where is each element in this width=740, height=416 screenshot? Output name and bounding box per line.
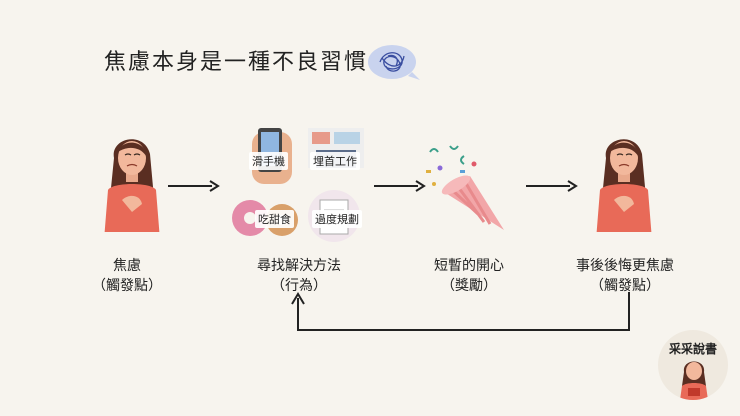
anxious-woman-icon <box>104 139 160 248</box>
stage-title: 尋找解決方法 <box>257 258 341 274</box>
stage-label-regret: 事後後悔更焦慮 （觸發點） <box>550 256 700 296</box>
diagram-title: 焦慮本身是一種不良習慣 <box>104 50 369 75</box>
party-popper-icon <box>426 145 504 230</box>
flow-arrow <box>374 180 426 192</box>
behavior-tag: 滑手機 <box>249 152 288 170</box>
reader-avatar-icon <box>680 361 708 400</box>
stage-label-anxiety: 焦慮 （觸發點） <box>52 256 202 296</box>
tangled-thought-icon <box>368 45 420 80</box>
brand-badge: 采采說書 <box>658 330 728 400</box>
flow-arrow <box>526 180 578 192</box>
brand-name: 采采說書 <box>668 342 717 356</box>
stage-label-behavior: 尋找解決方法 （行為） <box>224 256 374 296</box>
stage-label-reward: 短暫的開心 （獎勵） <box>394 256 544 296</box>
anxious-woman-icon <box>596 139 652 248</box>
stage-subtitle: （獎勵） <box>441 278 497 294</box>
loop-back-arrow <box>291 292 630 331</box>
stage-title: 事後後悔更焦慮 <box>576 258 674 274</box>
stage-title: 焦慮 <box>113 258 141 274</box>
behavior-tag: 吃甜食 <box>255 210 294 228</box>
behavior-tag: 埋首工作 <box>310 152 360 170</box>
stage-subtitle: （觸發點） <box>92 278 162 294</box>
behavior-tag: 過度規劃 <box>312 210 362 228</box>
stage-title: 短暫的開心 <box>434 258 504 274</box>
behaviors-collage <box>232 128 364 242</box>
stage-subtitle: （觸發點） <box>590 278 660 294</box>
flow-arrow <box>168 180 220 192</box>
stage-subtitle: （行為） <box>271 278 327 294</box>
